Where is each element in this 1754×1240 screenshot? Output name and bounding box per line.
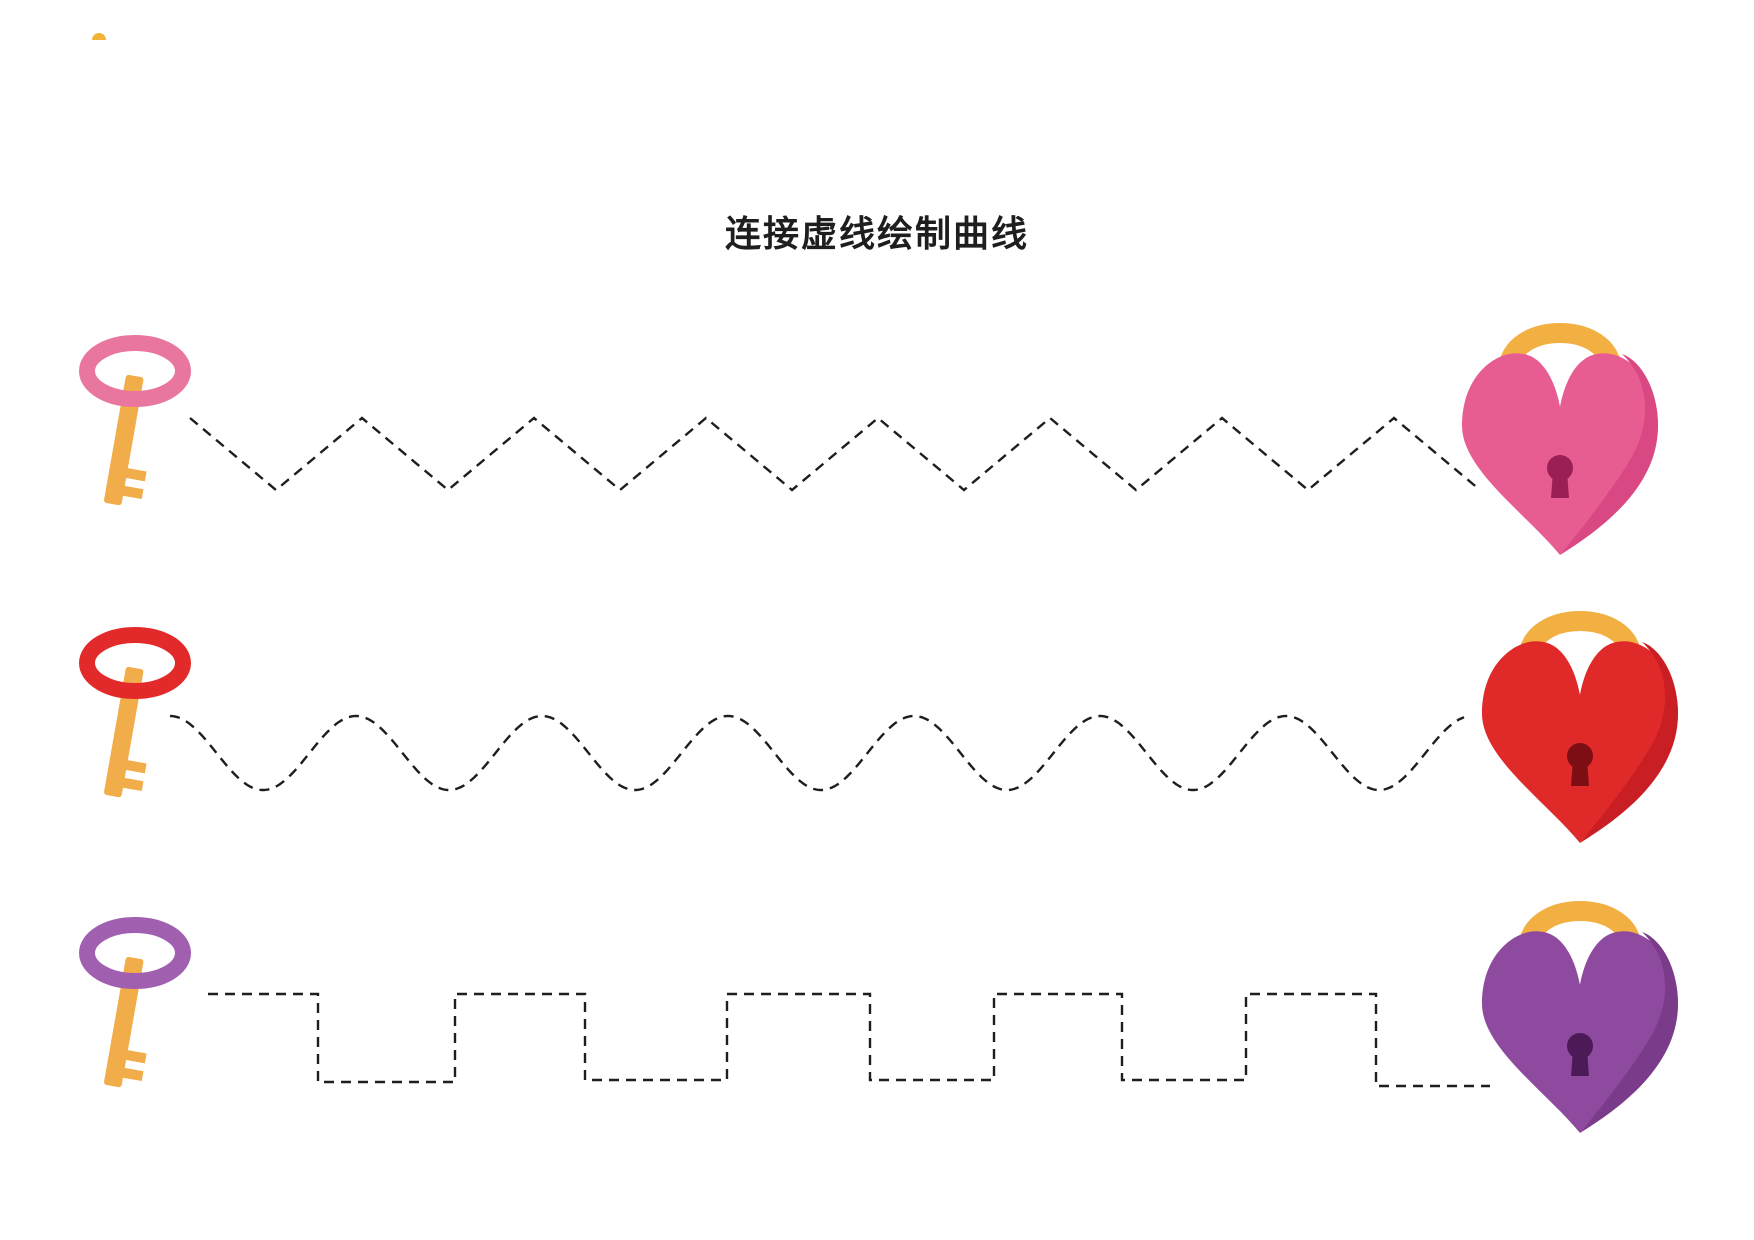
- row-3: [79, 901, 1678, 1133]
- key-icon[interactable]: [79, 335, 191, 509]
- key-icon[interactable]: [79, 627, 191, 801]
- keyhole: [1547, 455, 1573, 498]
- heart-padlock-icon[interactable]: [1482, 901, 1678, 1133]
- page-title: 连接虚线绘制曲线: [724, 214, 1029, 255]
- row-1: [79, 323, 1658, 555]
- wave-trace-line[interactable]: [169, 714, 1465, 792]
- keyhole: [1567, 1033, 1593, 1076]
- zigzag-trace-line[interactable]: [189, 416, 1481, 492]
- heart-padlock-icon[interactable]: [1462, 323, 1658, 555]
- heart-padlock-icon[interactable]: [1482, 611, 1678, 843]
- keyhole: [1567, 743, 1593, 786]
- key-shaft: [104, 956, 147, 1088]
- key-shaft: [104, 666, 147, 798]
- lock-body: [1482, 931, 1678, 1133]
- row-2: [79, 611, 1678, 843]
- key-icon[interactable]: [79, 917, 191, 1091]
- lock-body: [1462, 353, 1658, 555]
- lock-body: [1482, 641, 1678, 843]
- square-wave-trace-line[interactable]: [208, 992, 1490, 1088]
- corner-mark: [92, 33, 106, 40]
- key-shaft: [104, 374, 147, 506]
